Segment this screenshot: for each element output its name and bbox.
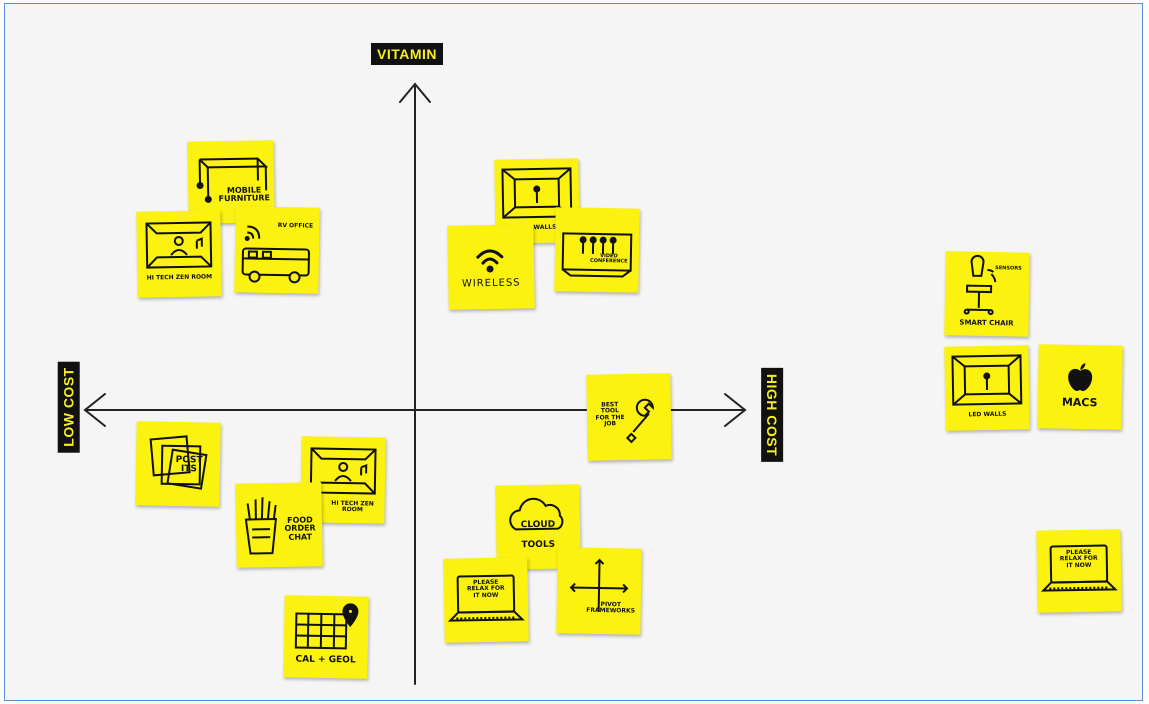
cross-axis-icon xyxy=(569,558,629,613)
table-icon xyxy=(196,157,269,203)
sticky-notes-icon xyxy=(149,435,208,490)
note-caption: SMART CHAIR xyxy=(959,318,1014,328)
led-room-icon xyxy=(951,354,1023,406)
rv-icon xyxy=(241,225,310,284)
note-caption: MOBILE FURNITURE xyxy=(218,185,271,204)
conference-icon xyxy=(561,232,633,278)
sticky-note-best-tool[interactable]: BEST TOOL FOR THE JOB xyxy=(586,373,672,461)
vertical-axis-arrow xyxy=(399,82,431,103)
sticky-note-post-its[interactable]: POST ITS xyxy=(135,421,221,507)
sticky-note-wireless[interactable]: WIRELESS xyxy=(447,224,535,310)
note-caption: CAL + GEOL xyxy=(295,654,356,666)
axis-label-right: HIGH COST xyxy=(761,367,784,463)
diagram-board: VITAMIN LOW COST HIGH COST MOBILE FURNIT… xyxy=(4,3,1143,701)
right-axis-arrow xyxy=(724,393,747,427)
sticky-note-cal-geol[interactable]: CAL + GEOL xyxy=(283,595,369,679)
sticky-note-smart-chair[interactable]: SENSORS SMART CHAIR xyxy=(944,251,1030,337)
note-caption: WIRELESS xyxy=(461,277,521,290)
apple-icon xyxy=(1068,363,1093,392)
sticky-note-video-conference[interactable]: VIDEO CONFERENCE xyxy=(554,207,640,293)
note-caption: SENSORS xyxy=(995,265,1022,272)
left-axis-arrow xyxy=(83,393,106,427)
laptop-icon xyxy=(1040,544,1118,592)
axis-label-top: VITAMIN xyxy=(371,43,444,65)
sticky-note-food-order-chat[interactable]: FOOD ORDER CHAT xyxy=(235,482,323,568)
map-pin-icon xyxy=(294,603,359,650)
wifi-icon xyxy=(476,249,504,273)
note-caption: PLEASE RELAX FOR IT NOW xyxy=(1059,548,1098,569)
chair-icon xyxy=(963,254,997,316)
fries-icon xyxy=(244,497,278,555)
wrench-icon xyxy=(625,398,654,444)
sticky-note-pivot-frameworks[interactable]: PIVOT FRAMEWORKS xyxy=(556,547,642,635)
sticky-note-please-relax-center[interactable]: PLEASE RELAX FOR IT NOW xyxy=(443,557,529,643)
zen-room-icon xyxy=(145,221,213,269)
laptop-icon xyxy=(447,574,525,622)
note-caption: PLEASE RELAX FOR IT NOW xyxy=(466,578,505,599)
sticky-note-please-relax-right[interactable]: PLEASE RELAX FOR IT NOW xyxy=(1036,529,1122,613)
note-caption: HI TECH ZEN ROOM xyxy=(331,499,374,514)
sticky-note-cloud-tools[interactable]: CLOUD TOOLS xyxy=(495,484,581,570)
note-caption: CLOUD TOOLS xyxy=(520,519,556,551)
note-caption: RV OFFICE xyxy=(277,222,314,230)
sticky-note-rv-office[interactable]: RV OFFICE xyxy=(234,206,320,294)
sticky-note-macs[interactable]: MACS xyxy=(1037,344,1123,430)
sticky-note-hi-tech-zen-room-top[interactable]: HI TECH ZEN ROOM xyxy=(136,210,222,298)
cloud-icon xyxy=(509,497,564,531)
axis-label-left: LOW COST xyxy=(57,361,80,453)
note-caption: MACS xyxy=(1061,395,1098,410)
note-caption: VIDEO CONFERENCE xyxy=(590,253,628,265)
note-caption: BEST TOOL FOR THE JOB xyxy=(595,401,625,428)
note-caption: PIVOT FRAMEWORKS xyxy=(586,601,636,615)
note-caption: FOOD ORDER CHAT xyxy=(284,515,316,542)
note-caption: POST ITS xyxy=(175,454,203,475)
sticky-note-led-walls-right[interactable]: LED WALLS xyxy=(944,345,1030,431)
sticky-note-mobile-furniture[interactable]: MOBILE FURNITURE xyxy=(187,140,275,224)
